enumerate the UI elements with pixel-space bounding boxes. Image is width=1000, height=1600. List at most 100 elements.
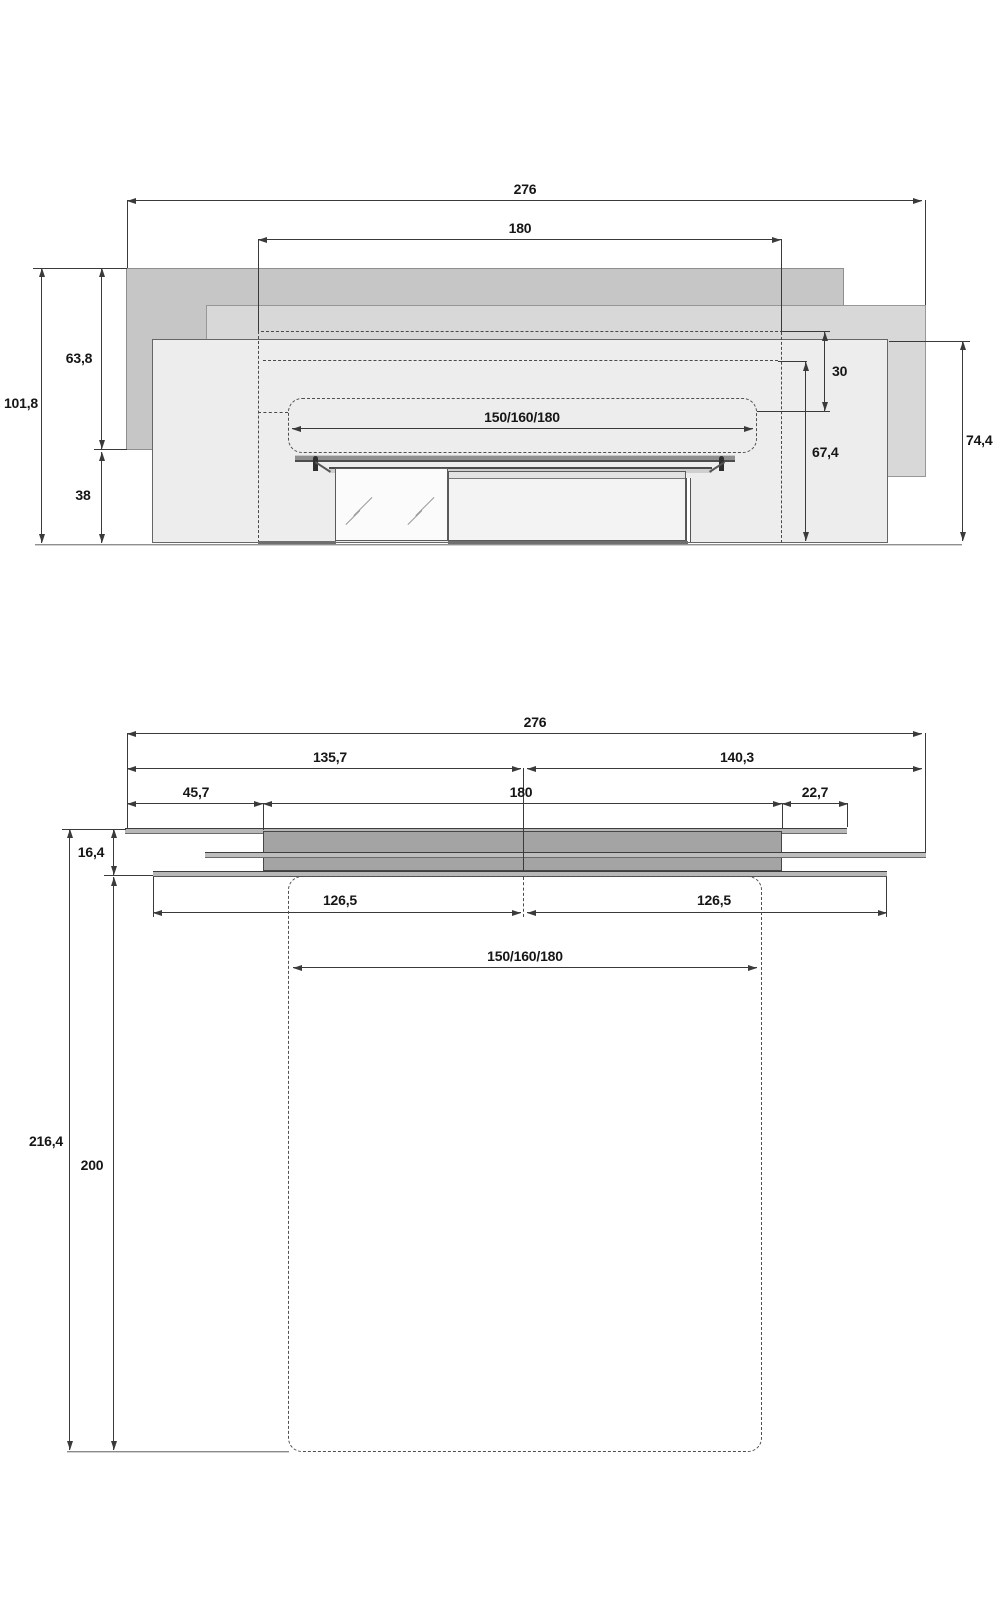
dim-half-right bbox=[527, 909, 887, 916]
dim-front-panel-height bbox=[959, 341, 966, 541]
arrow-up-icon bbox=[802, 362, 809, 371]
dim-label-insert-width-front: 150/160/180 bbox=[484, 409, 560, 425]
arrow-down-icon bbox=[38, 534, 45, 543]
arrow-down-icon bbox=[110, 866, 117, 875]
floor-line-plan bbox=[67, 1451, 289, 1453]
arrow-right-icon bbox=[254, 800, 263, 807]
ext-overall-right-plan bbox=[925, 733, 927, 853]
ext-180-left-dashed bbox=[258, 331, 259, 543]
cabinet-leg bbox=[686, 478, 691, 542]
ext-rail-right bbox=[847, 803, 849, 827]
dim-left-offset bbox=[127, 800, 263, 807]
arrow-left-icon bbox=[527, 909, 536, 916]
dim-inner-height bbox=[802, 362, 809, 541]
middle-rail-plan bbox=[205, 852, 926, 858]
dim-left-span bbox=[127, 765, 521, 772]
ext-tick-front-panel-top bbox=[889, 341, 970, 343]
dim-label-back-panel-width-front: 180 bbox=[508, 220, 532, 236]
dim-right-span bbox=[527, 765, 922, 772]
arrow-right-icon bbox=[773, 800, 782, 807]
arrow-up-icon bbox=[98, 268, 105, 277]
cabinet-body bbox=[448, 471, 686, 541]
dim-label-overall-width-plan: 276 bbox=[523, 714, 547, 730]
arrow-right-icon bbox=[748, 964, 757, 971]
arrow-right-icon bbox=[913, 730, 922, 737]
dashed-ref-line-mid bbox=[263, 360, 778, 361]
floor-shadow-left bbox=[258, 541, 336, 545]
insert-zone-dashed-plan bbox=[288, 876, 762, 1452]
dim-label-upper-height: 63,8 bbox=[65, 350, 93, 366]
dim-back-panel-width-plan bbox=[263, 800, 782, 807]
arrow-up-icon bbox=[66, 829, 73, 838]
arrow-up-icon bbox=[110, 877, 117, 886]
ext-tick-rail-bottom bbox=[104, 875, 153, 877]
arrow-left-icon bbox=[127, 765, 136, 772]
arrow-down-icon bbox=[98, 534, 105, 543]
dim-label-half-left: 126,5 bbox=[322, 892, 358, 908]
clamp-left bbox=[313, 456, 318, 471]
dim-label-half-right: 126,5 bbox=[696, 892, 732, 908]
cabinet-top-band bbox=[449, 472, 685, 479]
dim-upper-height bbox=[98, 268, 105, 449]
arrow-up-icon bbox=[38, 268, 45, 277]
dim-label-left-offset: 45,7 bbox=[182, 784, 210, 800]
arrow-down-icon bbox=[98, 440, 105, 449]
arrow-left-icon bbox=[258, 236, 267, 243]
arrow-left-icon bbox=[293, 964, 302, 971]
arrow-down-icon bbox=[802, 532, 809, 541]
dim-label-right-span: 140,3 bbox=[719, 749, 755, 765]
ext-overall-left-front bbox=[127, 200, 129, 268]
dim-label-base-height: 38 bbox=[75, 487, 91, 503]
arrow-left-icon bbox=[263, 800, 272, 807]
arrow-down-icon bbox=[959, 532, 966, 541]
ext-180-right-dashed bbox=[781, 332, 782, 543]
arrow-right-icon bbox=[878, 909, 887, 916]
dim-rail-depth bbox=[110, 829, 117, 875]
dim-label-inner-height: 67,4 bbox=[812, 444, 839, 460]
dim-label-right-offset: 22,7 bbox=[801, 784, 829, 800]
dim-right-offset bbox=[782, 800, 848, 807]
bracket-674-top bbox=[778, 361, 807, 363]
dim-overall-width-plan bbox=[127, 730, 922, 737]
under-rail bbox=[329, 467, 712, 473]
dim-overall-depth bbox=[66, 829, 73, 1450]
dim-label-rail-depth: 16,4 bbox=[77, 844, 105, 860]
arrow-left-icon bbox=[292, 425, 301, 432]
dim-overall-width-front bbox=[127, 197, 922, 204]
ext-center-plan bbox=[523, 768, 525, 871]
dim-insert-width-plan bbox=[293, 964, 757, 971]
arrow-right-icon bbox=[744, 425, 753, 432]
bed-slab-plan bbox=[263, 831, 782, 871]
dim-label-overall-depth: 216,4 bbox=[28, 1133, 64, 1149]
arrow-left-icon bbox=[127, 197, 136, 204]
dim-top-inset bbox=[821, 332, 828, 411]
dim-label-front-panel-height: 74,4 bbox=[966, 432, 993, 448]
arrow-up-icon bbox=[821, 332, 828, 341]
dim-base-height bbox=[98, 452, 105, 543]
ext-tick-panels-top bbox=[33, 268, 127, 270]
insert-connector-left bbox=[258, 412, 288, 413]
ext-tick-panel-bottom bbox=[94, 449, 127, 451]
arrow-left-icon bbox=[782, 800, 791, 807]
shelf-slab bbox=[295, 455, 735, 462]
dim-label-left-span: 135,7 bbox=[312, 749, 348, 765]
dim-back-panel-width-front bbox=[258, 236, 781, 243]
dim-label-clearance-depth: 200 bbox=[80, 1157, 104, 1173]
ext-overall-right-front bbox=[925, 200, 927, 305]
ext-180-left-solid bbox=[258, 239, 260, 331]
floor-line-front bbox=[35, 544, 962, 546]
dashed-ref-line-top bbox=[261, 331, 783, 332]
glass-door bbox=[335, 468, 448, 541]
dim-label-total-height: 101,8 bbox=[3, 395, 39, 411]
ext-slab-right bbox=[782, 803, 784, 828]
ext-overall-left-plan bbox=[127, 733, 129, 828]
ext-half-left bbox=[153, 877, 155, 917]
arrow-up-icon bbox=[959, 341, 966, 350]
arrow-right-icon bbox=[839, 800, 848, 807]
arrow-left-icon bbox=[153, 909, 162, 916]
dim-total-height bbox=[38, 268, 45, 543]
ext-slab-left bbox=[263, 803, 265, 830]
ext-180-right-solid bbox=[781, 239, 783, 332]
ext-half-right bbox=[886, 877, 888, 917]
